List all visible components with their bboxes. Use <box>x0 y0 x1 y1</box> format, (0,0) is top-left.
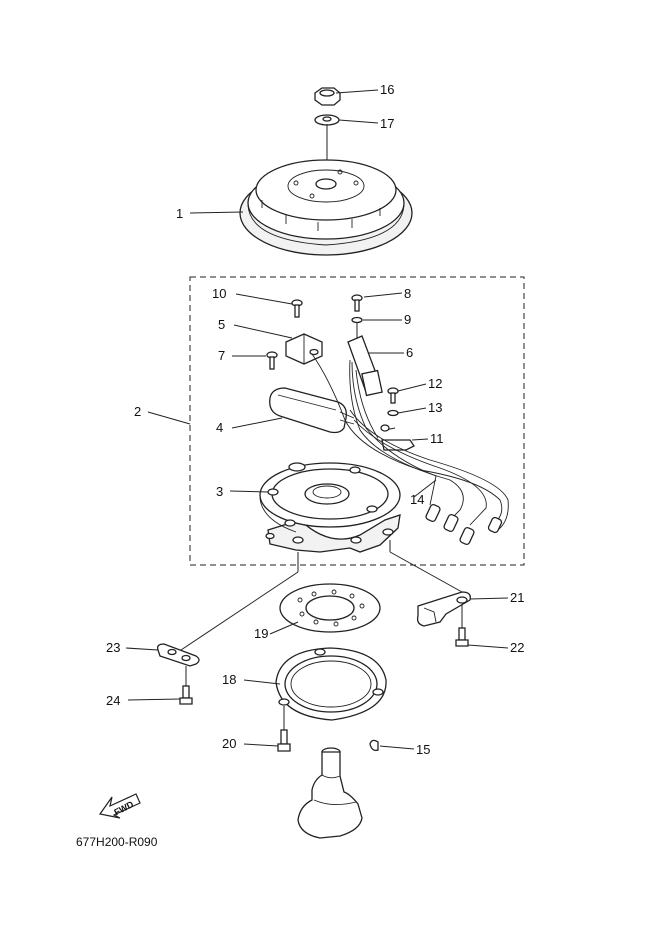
callout-20: 20 <box>222 736 236 751</box>
callout-7: 7 <box>218 348 225 363</box>
retainer-part <box>275 647 387 721</box>
leader-lines <box>125 89 509 750</box>
callout-17: 17 <box>380 116 394 131</box>
bolt-24 <box>179 685 193 705</box>
fwd-arrow-icon: FWD <box>98 793 141 819</box>
woodruff-key-part <box>369 739 379 752</box>
bolt-20 <box>277 729 291 752</box>
callout-4: 4 <box>216 420 223 435</box>
callout-1: 1 <box>176 206 183 221</box>
screw-7 <box>266 351 278 370</box>
washer-9 <box>351 316 363 324</box>
callout-10: 10 <box>212 286 226 301</box>
bracket-21-part <box>416 591 471 627</box>
screw-10 <box>291 299 303 318</box>
screw-12 <box>387 387 399 404</box>
callout-24: 24 <box>106 693 120 708</box>
callout-22: 22 <box>510 640 524 655</box>
flywheel-part <box>239 159 413 256</box>
ignition-coil-part <box>347 323 383 397</box>
callout-8: 8 <box>404 286 411 301</box>
callout-23: 23 <box>106 640 120 655</box>
washer-part <box>314 114 340 126</box>
callout-5: 5 <box>218 317 225 332</box>
callout-18: 18 <box>222 672 236 687</box>
callout-19: 19 <box>254 626 268 641</box>
callout-14: 14 <box>410 492 424 507</box>
clamp-part <box>381 439 415 451</box>
callout-3: 3 <box>216 484 223 499</box>
callout-13: 13 <box>428 400 442 415</box>
callout-16: 16 <box>380 82 394 97</box>
base-plate-part <box>259 462 401 553</box>
drawing-code: 677H200-R090 <box>76 835 158 849</box>
bolt-22 <box>455 627 469 647</box>
callout-21: 21 <box>510 590 524 605</box>
callout-9: 9 <box>404 312 411 327</box>
callout-15: 15 <box>416 742 430 757</box>
callout-2: 2 <box>134 404 141 419</box>
callout-11: 11 <box>430 431 444 446</box>
assembly-box <box>189 276 525 566</box>
cdi-unit-part <box>269 387 355 434</box>
callout-12: 12 <box>428 376 442 391</box>
pulser-coil-part <box>285 333 323 365</box>
screw-8 <box>351 294 363 312</box>
washer-13 <box>387 409 399 417</box>
crankshaft-part <box>297 747 363 839</box>
nut-part <box>314 87 341 106</box>
callout-6: 6 <box>406 345 413 360</box>
bracket-23-part <box>156 643 200 667</box>
wire-harness <box>311 353 509 546</box>
ring-part <box>279 583 381 633</box>
